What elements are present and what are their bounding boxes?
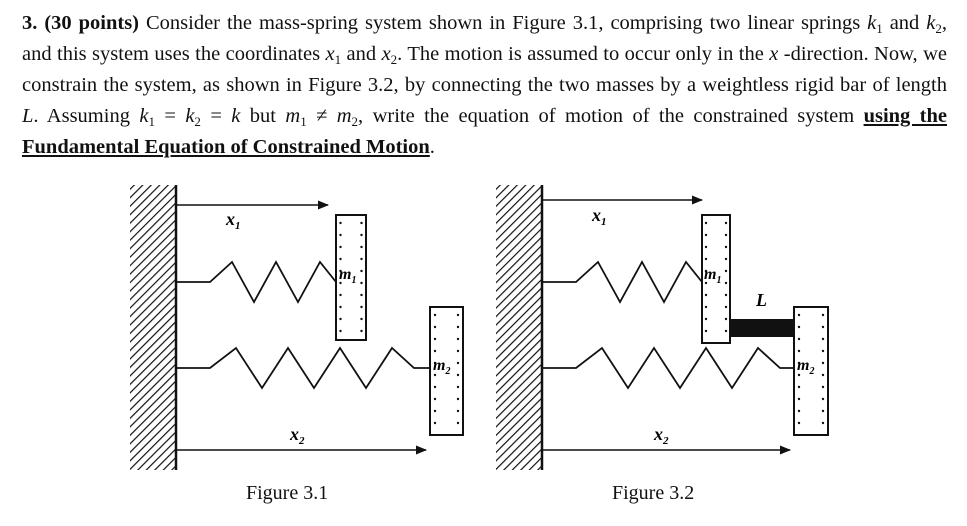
problem-text: . The motion is assumed to occur only in… [397,43,770,65]
rigid-bar [730,319,794,337]
problem-text: and [341,43,382,65]
figure-3-2: x1 m1 L m2 x2 [496,185,829,470]
problem-text: , write the equation of motion of the co… [358,105,864,127]
math-sub: 1 [334,52,342,67]
math-sub: 2 [194,114,201,129]
math-sub: 1 [876,21,883,36]
problem-text: Consider the mass-spring system shown in… [139,12,868,34]
figure-3-1: x1 m1 m2 x2 [130,185,464,470]
math-var: k [926,12,936,34]
problem-text: but [240,105,286,127]
m2-label: m2 [433,357,450,377]
method-emphasis: using the Fundamental Equation of Constr… [22,105,948,158]
m1-label: m1 [339,266,356,286]
mass-m2 [793,306,829,436]
math-var: m [336,105,352,127]
m1-label: m1 [704,266,721,286]
math-op: = [200,105,232,127]
problem-statement: 3. (30 points) Consider the mass-spring … [22,8,947,163]
figure-3-1-caption: Figure 3.1 [246,482,329,504]
mass-m2 [429,306,464,436]
x2-label: x2 [653,424,669,447]
math-sub: 2 [351,114,359,129]
math-sub: 1 [148,114,155,129]
problem-text: , and this system uses the coordinates [22,12,947,65]
bar-length-label: L [755,290,767,310]
spring-k1 [542,260,703,304]
wall [496,185,542,470]
x1-label: x1 [591,205,607,228]
problem-text: and [882,12,927,34]
math-var: m [285,105,301,127]
spring-k2 [542,346,794,390]
problem-points: (30 points) [44,12,140,34]
math-op: ≠ [306,105,337,127]
problem-number: 3. [22,12,38,34]
math-var: x [381,43,391,65]
wall [130,185,176,470]
math-sub: 2 [390,52,398,67]
math-op: = [154,105,186,127]
spring-k2 [176,346,430,390]
math-sub: 1 [300,114,307,129]
math-var: x [325,43,335,65]
problem-text: -direction. Now, we constrain the system… [22,43,947,96]
x2-label: x2 [289,424,305,447]
problem-text: . [429,136,435,158]
math-var: x [769,43,779,65]
math-var: k [231,105,241,127]
m2-label: m2 [797,357,814,377]
spring-k1 [176,260,337,304]
math-var: L [22,105,34,127]
x1-label: x1 [225,209,241,232]
problem-text: . Assuming [33,105,140,127]
figure-3-2-caption: Figure 3.2 [612,482,695,504]
math-var: k [185,105,195,127]
math-sub: 2 [935,21,942,36]
math-var: k [867,12,877,34]
math-var: k [139,105,149,127]
mass-m1 [701,214,731,344]
